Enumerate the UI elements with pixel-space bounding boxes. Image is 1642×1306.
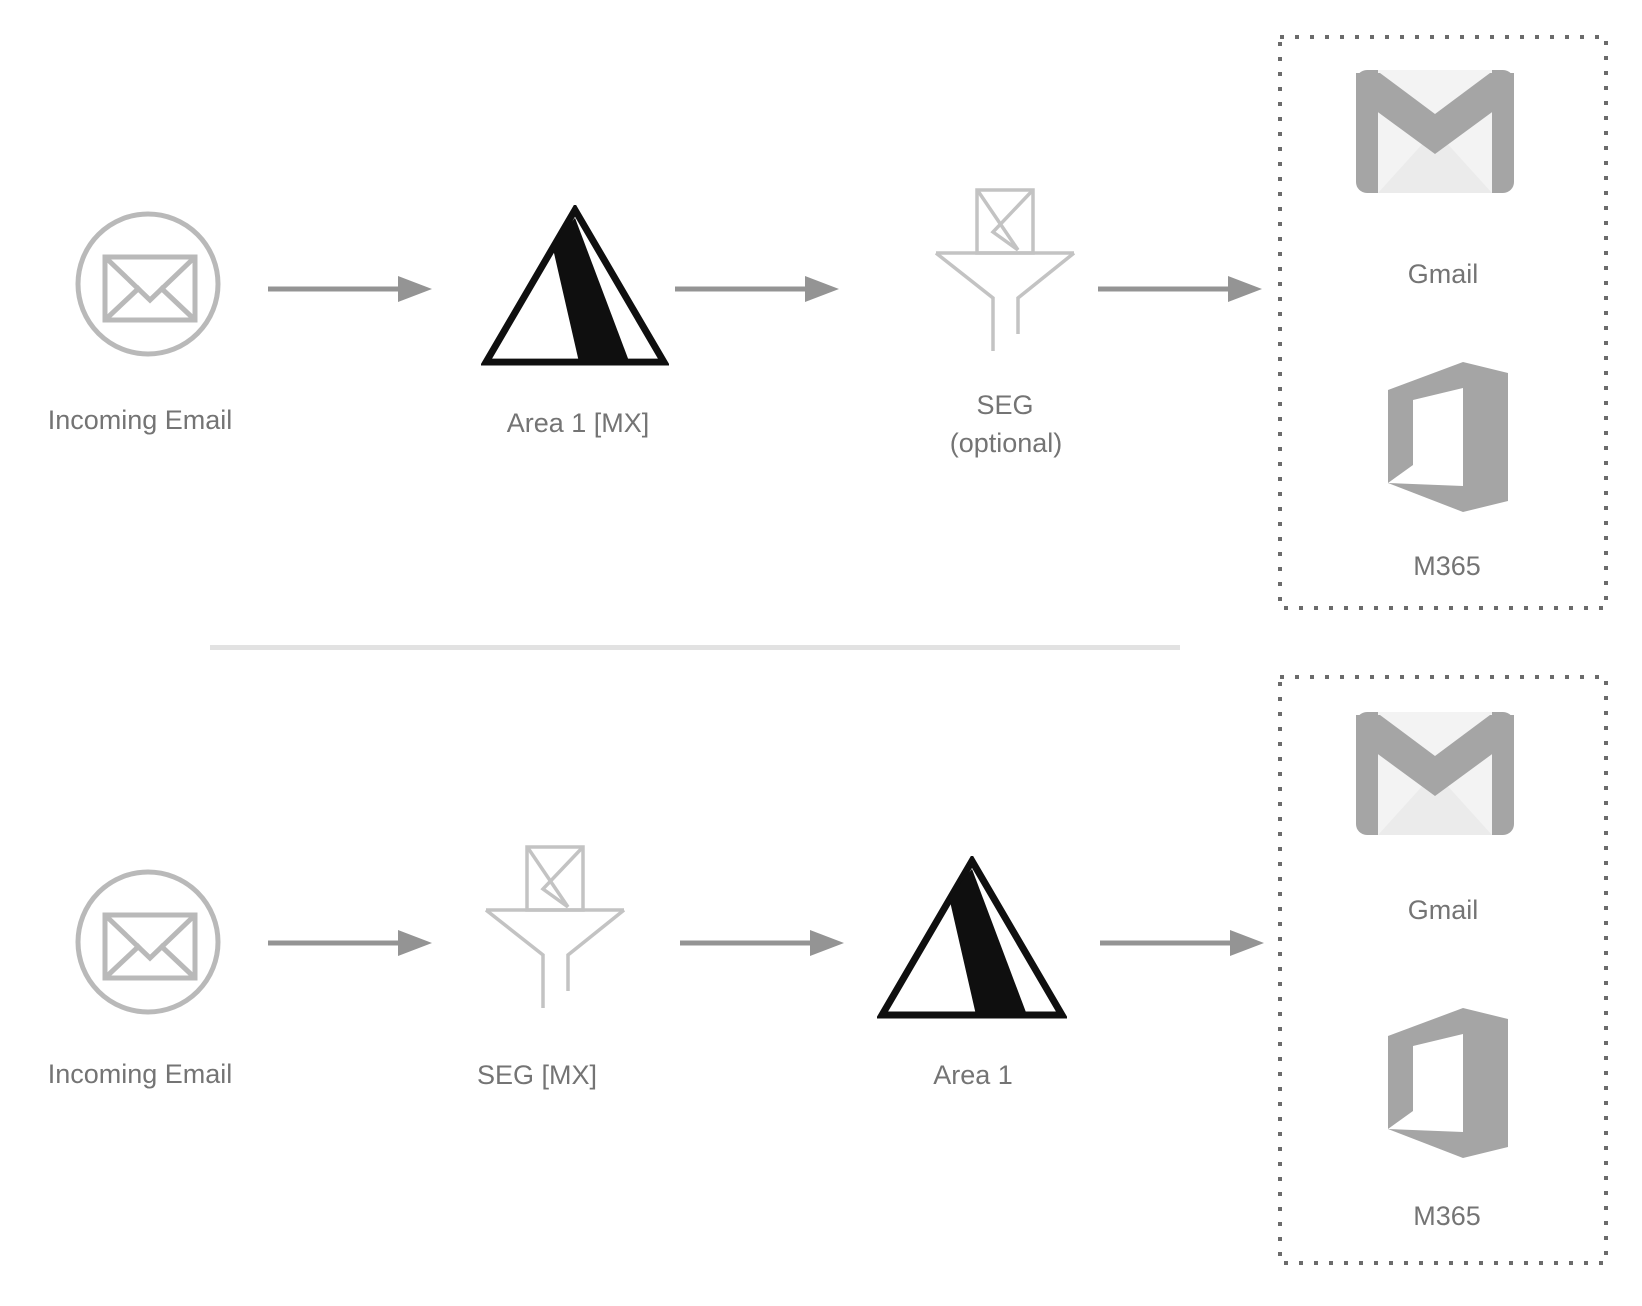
top-incoming-email-icon xyxy=(75,211,221,357)
bottom-seg-funnel-envelope-icon xyxy=(485,845,625,1008)
bottom-arrow-3-icon xyxy=(1100,930,1264,956)
top-m365-label: M365 xyxy=(1413,551,1481,581)
bottom-area1-triangle-logo xyxy=(877,856,1067,1019)
top-seg-funnel-envelope-icon xyxy=(935,188,1075,351)
bottom-gmail-icon xyxy=(1356,712,1514,835)
top-seg-sublabel: (optional) xyxy=(949,428,1063,458)
top-gmail-icon xyxy=(1356,70,1514,193)
bottom-arrow-1-icon xyxy=(268,930,432,956)
bottom-seg-label: SEG [MX] xyxy=(476,1060,598,1090)
top-arrow-1-icon xyxy=(268,276,432,302)
bottom-destination-box xyxy=(1278,675,1608,1265)
bottom-m365-icon xyxy=(1388,1008,1508,1158)
bottom-incoming-email-label: Incoming Email xyxy=(47,1059,233,1089)
bottom-area1-label: Area 1 xyxy=(933,1060,1013,1090)
top-arrow-3-icon xyxy=(1098,276,1262,302)
top-area1-triangle-logo xyxy=(481,205,669,366)
bottom-gmail-label: Gmail xyxy=(1407,895,1479,925)
top-arrow-2-icon xyxy=(675,276,839,302)
top-area1-label: Area 1 [MX] xyxy=(506,408,650,438)
bottom-arrow-2-icon xyxy=(680,930,844,956)
top-seg-label: SEG xyxy=(976,390,1034,420)
section-divider xyxy=(210,645,1180,650)
top-incoming-email-label: Incoming Email xyxy=(47,405,233,435)
top-m365-icon xyxy=(1388,362,1508,512)
bottom-incoming-email-icon xyxy=(75,869,221,1015)
top-gmail-label: Gmail xyxy=(1407,259,1479,289)
bottom-m365-label: M365 xyxy=(1413,1201,1481,1231)
